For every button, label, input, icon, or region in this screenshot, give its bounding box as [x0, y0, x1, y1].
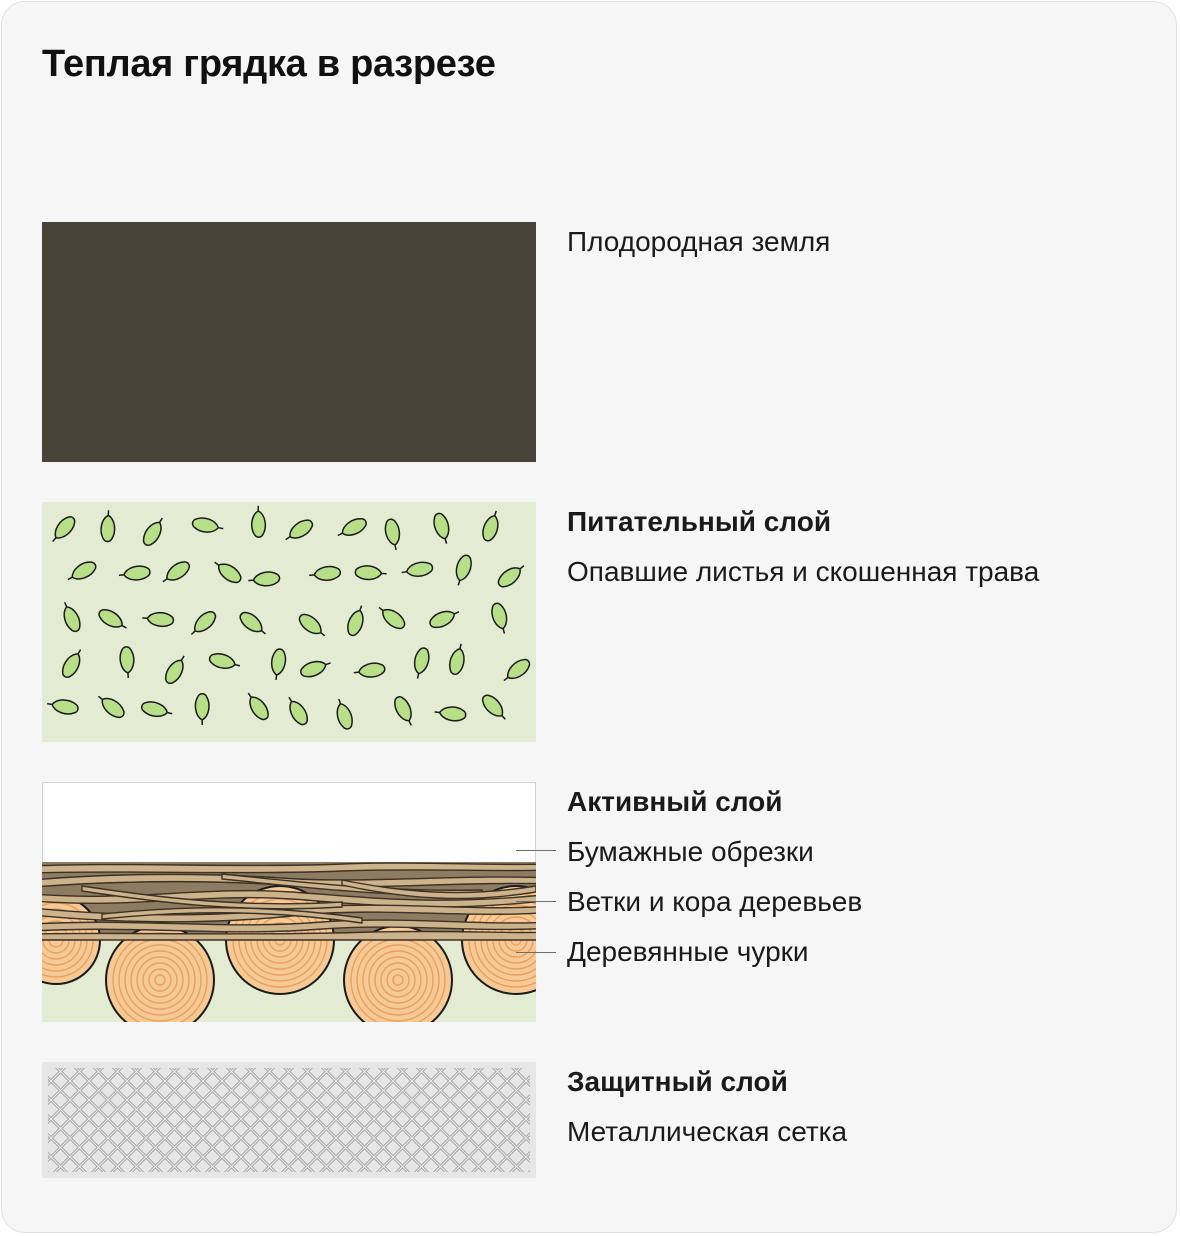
- leaf: [455, 554, 472, 586]
- leaf: [384, 518, 401, 551]
- branches-leader-line: [516, 901, 556, 902]
- leaf: [298, 613, 326, 637]
- leaf: [300, 660, 331, 678]
- leaf: [309, 565, 342, 581]
- protective-layer-caption: Металлическая сетка: [567, 1116, 848, 1147]
- leaf: [191, 517, 224, 533]
- branch: [42, 930, 536, 941]
- leaf: [162, 561, 191, 583]
- nutrient-layer-heading: Питательный слой: [567, 506, 832, 537]
- leaf: [353, 662, 386, 678]
- fertile-soil-layer: [42, 120, 536, 462]
- leaf: [61, 649, 82, 678]
- paper-scraps-caption: Бумажные обрезки: [567, 836, 814, 867]
- paper-scraps: [42, 782, 536, 863]
- leaf: [239, 611, 266, 635]
- leaf: [140, 701, 173, 718]
- fertile-soil-caption: Плодородная земля: [567, 226, 831, 257]
- branch: [81, 885, 343, 910]
- leaf: [401, 561, 434, 578]
- leaf: [285, 519, 314, 541]
- leaf: [481, 694, 506, 720]
- branches-caption: Ветки и кора деревьев: [567, 886, 863, 917]
- leaf: [63, 601, 81, 633]
- leaf: [434, 706, 467, 722]
- leaf: [97, 695, 125, 719]
- wood-block: [105, 925, 215, 1022]
- branch: [101, 907, 363, 924]
- leaf: [491, 602, 508, 634]
- leaf: [429, 610, 460, 629]
- metal-mesh: [48, 1068, 530, 1172]
- branch: [42, 889, 536, 908]
- wood-blocks-caption: Деревянные чурки: [567, 936, 809, 967]
- leaf: [98, 608, 127, 629]
- leaf: [449, 643, 465, 676]
- leaf: [248, 571, 281, 587]
- leaf: [497, 565, 525, 588]
- leaf: [47, 699, 79, 715]
- branch: [42, 862, 536, 874]
- leaf: [337, 518, 367, 537]
- soil-block: [42, 222, 536, 462]
- protective-layer: [42, 1062, 536, 1178]
- leaf: [100, 510, 116, 543]
- branch: [42, 919, 536, 933]
- leaf: [194, 693, 210, 725]
- leaf: [118, 565, 151, 581]
- leaf: [214, 561, 242, 584]
- leaf: [433, 512, 450, 544]
- leaf: [354, 565, 387, 581]
- leaf: [270, 648, 287, 681]
- leaf: [164, 655, 185, 685]
- leaf: [347, 605, 364, 637]
- active-layer-heading: Активный слой: [567, 786, 783, 817]
- leaf: [190, 610, 217, 636]
- leaf: [394, 696, 412, 726]
- leaf: [413, 647, 430, 679]
- leaf: [288, 696, 309, 726]
- leaf: [247, 692, 269, 721]
- leaf: [378, 606, 406, 630]
- leaf: [52, 516, 76, 543]
- leaf: [208, 653, 241, 669]
- wood-blocks-leader-line: [516, 952, 556, 953]
- leaf: [142, 611, 175, 627]
- leaf: [336, 698, 353, 730]
- diagram-title: Теплая грядка в разрезе: [42, 43, 496, 85]
- leaf: [482, 510, 499, 542]
- leaf: [142, 517, 163, 547]
- paper-leader-line: [516, 850, 556, 851]
- leaf: [251, 505, 267, 538]
- leaf: [503, 658, 531, 682]
- protective-layer-heading: Защитный слой: [567, 1066, 788, 1097]
- leaf: [119, 646, 135, 679]
- branch: [341, 879, 536, 900]
- nutrient-layer: [42, 502, 536, 742]
- nutrient-layer-caption: Опавшие листья и скошенная трава: [567, 556, 1040, 587]
- leaf: [67, 561, 97, 581]
- active-layer: [42, 782, 536, 1022]
